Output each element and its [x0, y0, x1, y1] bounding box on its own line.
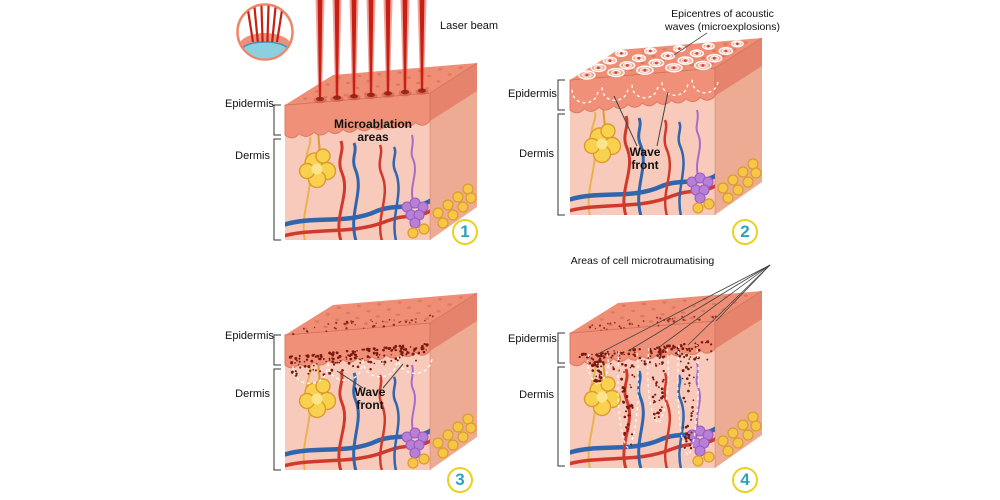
- epidermis-side: [430, 293, 477, 351]
- skin-pores: [303, 66, 463, 100]
- heading-pointer-line: [673, 32, 708, 56]
- panel-3: Epidermis Dermis Wave front 3: [225, 253, 525, 500]
- wave-ring: [602, 56, 618, 65]
- skin-structures: [285, 360, 430, 470]
- wave-front-label: Wave front: [354, 385, 386, 413]
- epidermis-bracket: [557, 79, 565, 111]
- wave-ring: [607, 67, 625, 78]
- skin-block: [569, 37, 763, 215]
- shockwave-speckles: [288, 314, 434, 377]
- epidermis-bracket: [557, 332, 565, 364]
- epidermis-side: [430, 63, 477, 121]
- skin-illustration-1: [236, 0, 478, 241]
- skin-top-face: [285, 63, 477, 105]
- dermis-label: Dermis: [519, 389, 554, 401]
- laser-beams: [313, 0, 429, 104]
- wave-ring: [694, 60, 712, 71]
- dermis-bracket: [273, 138, 281, 241]
- panel-4: Areas of cell microtraumatising Epidermi…: [500, 253, 800, 500]
- wave-front-arcs: [292, 356, 433, 385]
- wave-ring: [636, 65, 654, 75]
- wave-ring: [706, 53, 723, 63]
- fat-cells: [717, 158, 762, 204]
- wave-front-pointer-lines: [336, 363, 404, 389]
- wave-front-arcs: [571, 79, 719, 104]
- skin-top-face: [570, 291, 762, 333]
- wave-front-label: Wave front: [629, 145, 661, 173]
- skin-pores: [303, 296, 463, 330]
- step-number-4: 4: [732, 467, 758, 493]
- sebaceous-gland-icon: [583, 376, 622, 417]
- wave-ring: [665, 63, 683, 73]
- dermis-label: Dermis: [235, 150, 270, 162]
- epicentres-heading: Epicentres of acoustic waves (microexplo…: [665, 8, 780, 34]
- wave-ring: [689, 49, 705, 58]
- panel-1: Laser beam Epidermis Dermis Microablatio…: [225, 0, 525, 252]
- skin-illustration-2: [557, 32, 763, 216]
- dermis-bracket: [557, 366, 565, 467]
- fat-cells: [432, 413, 477, 459]
- acoustic-epicentres: [578, 40, 744, 80]
- magnifier-inset: [236, 3, 294, 61]
- epidermis-bracket: [273, 104, 281, 136]
- skin-top-face: [285, 293, 477, 335]
- dermis-bracket: [273, 368, 281, 471]
- skin-structures: [285, 130, 430, 240]
- epidermis-label: Epidermis: [225, 98, 274, 110]
- laser-beam-label: Laser beam: [440, 20, 499, 32]
- wave-ring: [701, 42, 715, 50]
- step-number-1: 1: [452, 219, 478, 245]
- sebaceous-gland-icon: [298, 148, 337, 189]
- wave-ring: [660, 51, 676, 60]
- epidermis-label: Epidermis: [508, 88, 557, 100]
- epidermis-front: [569, 67, 716, 114]
- wave-ring: [578, 70, 596, 80]
- skin-block: [569, 290, 763, 468]
- epidermis-label: Epidermis: [225, 330, 274, 342]
- wave-ring: [718, 47, 734, 56]
- dermis-label: Dermis: [519, 148, 554, 160]
- wave-ring: [677, 56, 694, 65]
- fat-cells: [717, 411, 762, 457]
- microtrauma-heading: Areas of cell microtraumatising: [570, 255, 715, 267]
- wave-front-pointer-lines: [613, 91, 669, 147]
- sweat-gland-icon: [401, 197, 429, 229]
- skin-structures: [570, 105, 715, 215]
- fan-pointer-lines: [597, 264, 771, 355]
- epidermis-bracket: [273, 334, 281, 366]
- skin-structures: [570, 358, 715, 468]
- wave-ring: [590, 63, 607, 73]
- wave-ring: [631, 54, 647, 63]
- skin-illustration-4: [557, 264, 771, 468]
- epidermis-label: Epidermis: [508, 333, 557, 345]
- epidermis-front: [284, 92, 431, 139]
- step-number-3: 3: [447, 467, 473, 493]
- fat-cells: [432, 183, 477, 229]
- panel-2: Epicentres of acoustic waves (microexplo…: [500, 0, 800, 252]
- dermis-label: Dermis: [235, 388, 270, 400]
- microablation-areas-label: Microablation areas: [333, 117, 412, 145]
- wave-ring: [615, 49, 628, 58]
- dermis-bracket: [557, 113, 565, 216]
- skin-block: [284, 0, 478, 240]
- wave-ring: [648, 58, 665, 68]
- epidermis-side: [715, 291, 762, 349]
- skin-block: [284, 292, 478, 470]
- skin-illustration-3: [273, 292, 478, 471]
- sweat-gland-icon: [686, 172, 714, 204]
- step-number-2: 2: [732, 219, 758, 245]
- wave-ring: [644, 47, 657, 55]
- wave-ring: [730, 40, 744, 48]
- sebaceous-gland-icon: [298, 378, 337, 419]
- sebaceous-gland-icon: [583, 123, 622, 164]
- epidermis-side: [715, 38, 762, 96]
- microtrauma-speckles: [578, 315, 717, 456]
- wave-ring: [619, 61, 636, 70]
